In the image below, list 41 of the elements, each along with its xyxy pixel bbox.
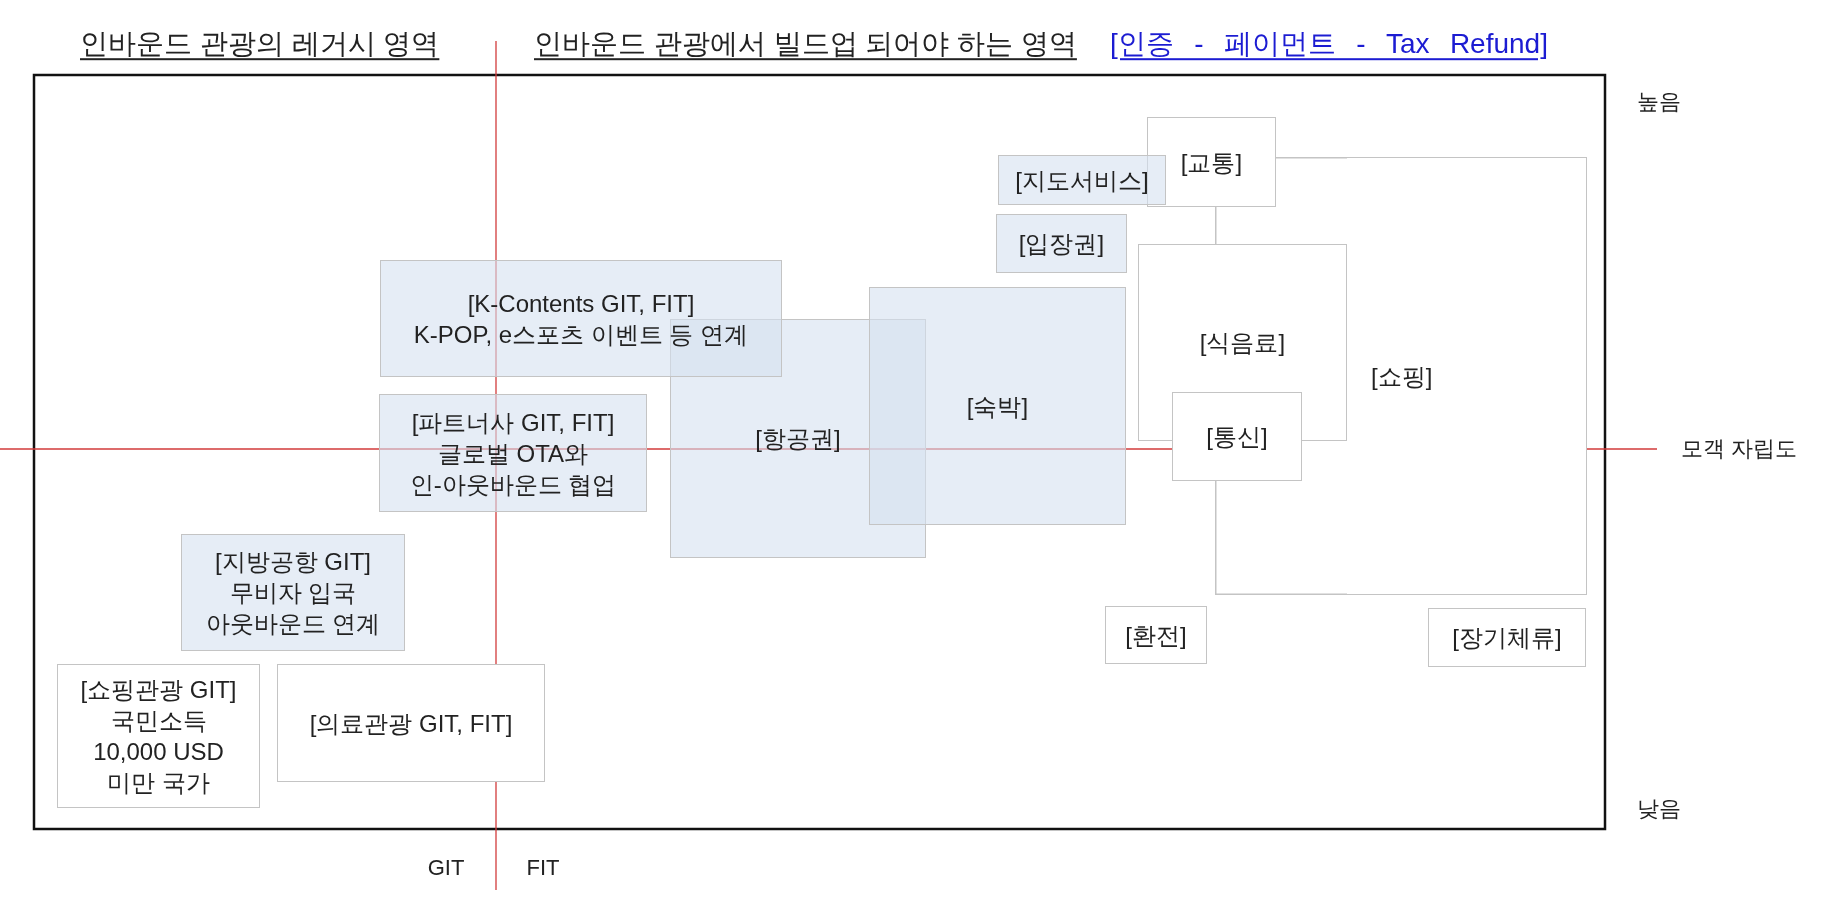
item-box <box>277 664 545 782</box>
item-box <box>996 214 1127 273</box>
item-description: K-POP, e스포츠 이벤트 등 연계 <box>413 319 749 350</box>
item-label: [장기체류] <box>1452 623 1562 653</box>
item-heading: [파트너사 GIT, FIT] <box>411 407 615 438</box>
item-box <box>869 287 1126 525</box>
item-label: [쇼핑] <box>1371 361 1433 392</box>
axis-label: 모객 자립도 <box>1681 435 1798 463</box>
item-box <box>1105 606 1207 664</box>
item-description: 국민소득 10,000 USD 미만 국가 <box>92 706 225 798</box>
item-description: 글로벌 OTA와 인-아웃바운드 협업 <box>408 438 618 500</box>
item-label: [지도서비스] <box>1015 165 1149 196</box>
item-box <box>670 319 926 558</box>
item-label: [입장권] <box>1018 229 1105 259</box>
item-label: [환전] <box>1125 620 1187 651</box>
section-title: 인바운드 관광의 레거시 영역 <box>80 27 440 61</box>
item-label: [의료관광 GIT, FIT] <box>309 708 513 739</box>
axis-label: GIT <box>427 854 465 882</box>
axis-label: FIT <box>526 854 560 882</box>
item-heading: [쇼핑관광 GIT] <box>80 675 237 705</box>
item-box <box>1347 157 1587 595</box>
item-box <box>1147 117 1276 207</box>
item-box <box>380 260 782 377</box>
item-label: [식음료] <box>1199 328 1286 358</box>
item-box <box>1172 392 1302 481</box>
section-title: 인바운드 관광에서 빌드업 되어야 하는 영역 <box>534 27 1077 61</box>
axis-label: 높음 <box>1637 88 1681 116</box>
item-label: [통신] <box>1206 422 1268 452</box>
item-description: 무비자 입국 아웃바운드 연계 <box>204 578 382 639</box>
item-heading: [지방공항 GIT] <box>215 547 371 577</box>
item-label: [숙박] <box>966 391 1029 422</box>
item-label: [교통] <box>1180 147 1243 178</box>
item-box <box>998 155 1166 205</box>
item-box <box>57 664 260 808</box>
highlighted-title: [인증 - 페이먼트 - Tax Refund] <box>1110 27 1548 61</box>
item-heading: [K-Contents GIT, FIT] <box>467 288 695 319</box>
item-box <box>379 394 647 512</box>
item-label: [항공권] <box>755 424 841 454</box>
item-box <box>1428 608 1586 667</box>
axis-label: 낮음 <box>1637 795 1681 823</box>
item-box <box>181 534 405 651</box>
